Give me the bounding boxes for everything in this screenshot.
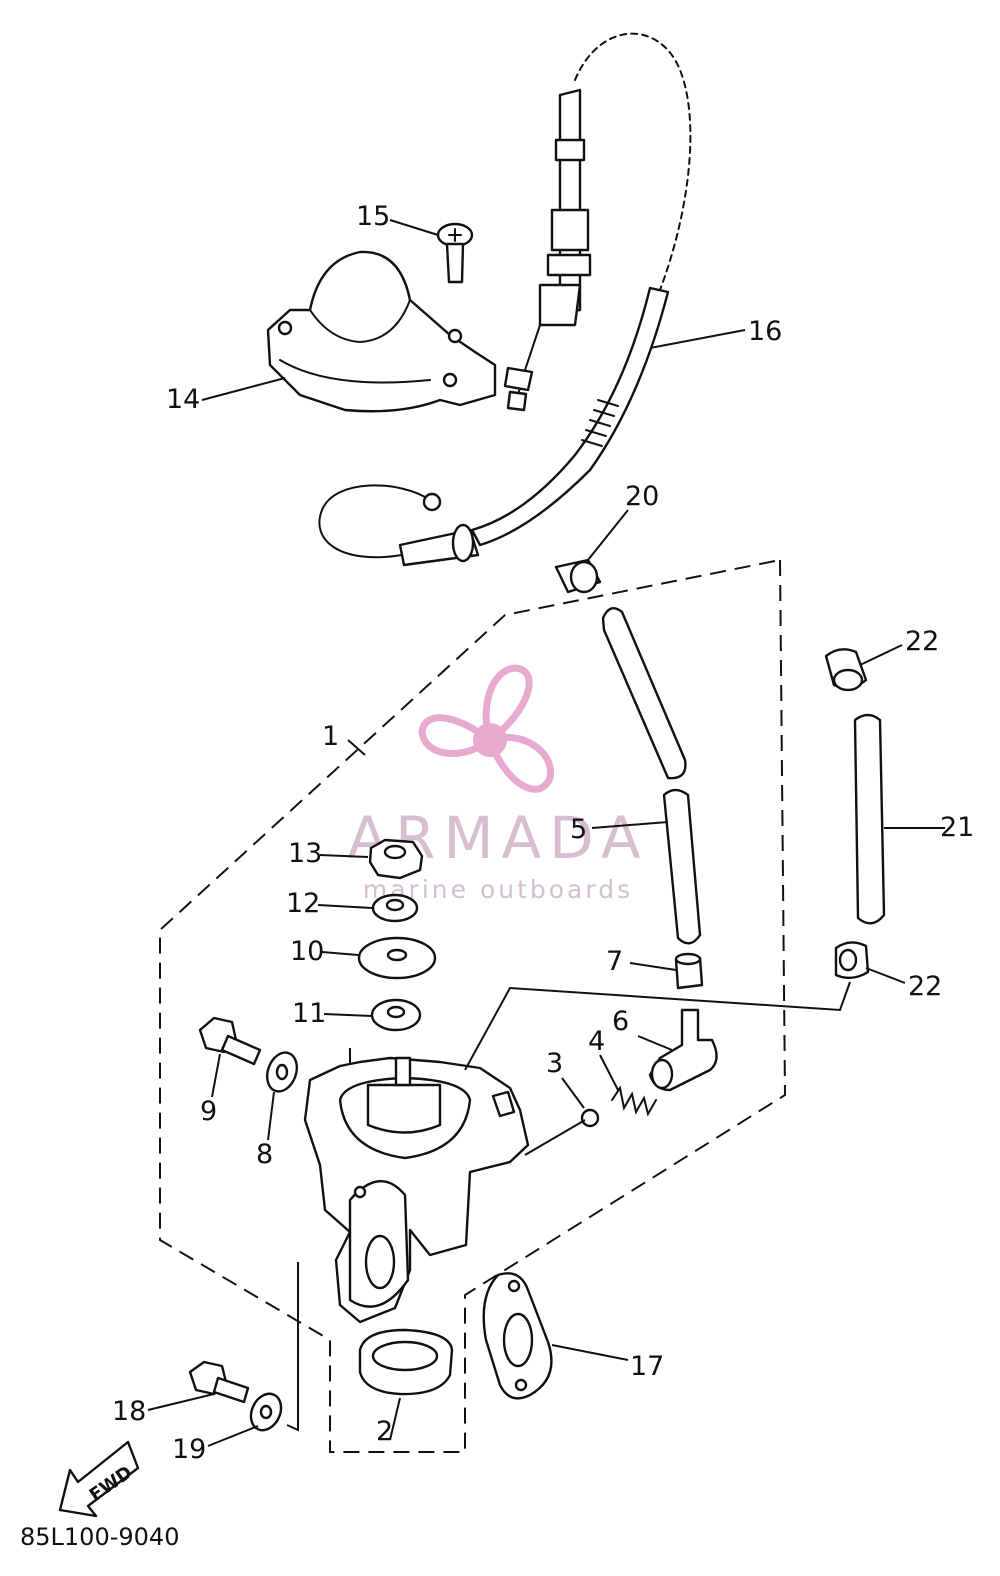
callout-22-top: 22 [905,626,939,657]
part-16-cable [318,32,692,567]
callout-12: 12 [286,888,320,919]
fwd-arrow-icon: FWD [58,1440,140,1518]
part-20-grommet [554,558,602,594]
callout-19: 19 [172,1434,206,1465]
callout-9: 9 [200,1096,217,1127]
part-22-bottom-cap [834,941,870,980]
part-22-top-cap [824,648,868,692]
callout-13: 13 [288,838,322,869]
part-4-spring [611,1085,657,1117]
drawing-code: 85L100-9040 [20,1523,179,1551]
callout-21: 21 [940,812,974,843]
part-18-bolt [188,1360,250,1404]
part-7-collar [674,952,704,990]
part-2-seal [358,1328,454,1396]
callout-1: 1 [322,721,339,752]
connector-line [524,1119,586,1156]
callout-8: 8 [256,1139,273,1170]
callout-17: 17 [630,1351,664,1382]
part-11-washer [370,998,422,1032]
part-17-gasket [482,1272,553,1400]
callout-20: 20 [625,481,659,512]
callout-7: 7 [606,946,623,977]
callout-22-bottom: 22 [908,971,942,1002]
callout-18: 18 [112,1396,146,1427]
part-21-hose [853,713,886,925]
callout-6: 6 [612,1006,629,1037]
callout-15: 15 [356,201,390,232]
assembly-boundary [159,558,787,1453]
callout-4: 4 [588,1026,605,1057]
part-19-washer [249,1392,283,1432]
part-8-washer [265,1051,299,1093]
part-10-plate [357,936,437,980]
callout-3: 3 [546,1048,563,1079]
connector-line [464,981,851,1071]
callout-5: 5 [570,814,587,845]
propeller-icon [418,664,554,793]
part-14-cover [266,250,497,413]
part-12-washer [371,893,419,923]
part-5-hose [601,606,702,945]
part-6-elbow [648,1008,718,1092]
part-3-ball [580,1108,600,1128]
part-13-nut [368,838,424,880]
callout-11: 11 [292,998,326,1029]
callout-2: 2 [376,1416,393,1447]
callout-10: 10 [290,936,324,967]
connector-line [286,1262,299,1432]
callout-labels: 1 2 3 4 5 6 7 8 9 10 11 12 13 14 15 16 1… [112,201,974,1465]
leader-lines [147,219,945,1447]
callout-16: 16 [748,316,782,347]
pump-body [303,1056,530,1324]
part-15-screw [436,222,474,284]
part-9-bolt [198,1016,262,1066]
callout-14: 14 [166,384,200,415]
